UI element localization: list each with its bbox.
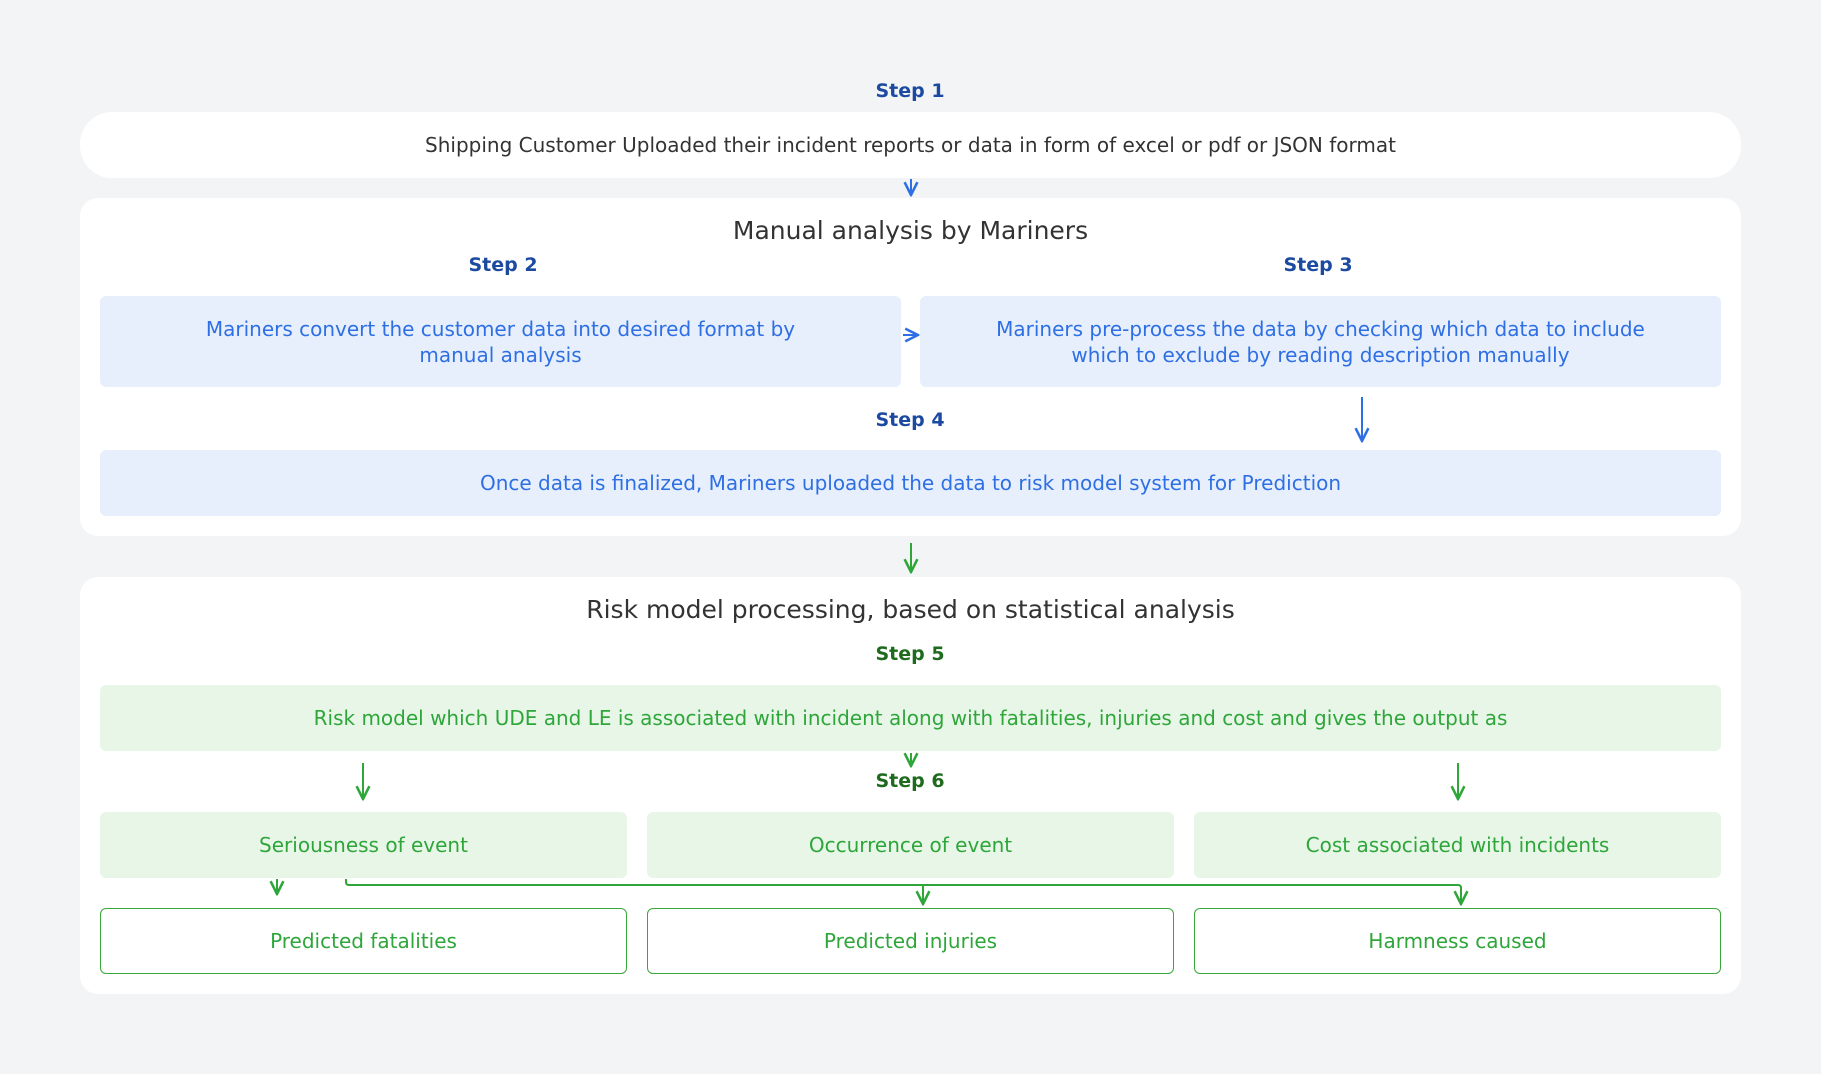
output-seriousness-text: Seriousness of event <box>259 833 468 857</box>
step-1-box: Shipping Customer Uploaded their inciden… <box>80 112 1741 178</box>
step-4-text: Once data is finalized, Mariners uploade… <box>479 471 1342 495</box>
output-cost-box: Cost associated with incidents <box>1194 812 1721 878</box>
step-2-label: Step 2 <box>468 254 538 276</box>
step-2-box: Mariners convert the customer data into … <box>100 296 901 387</box>
output-cost-text: Cost associated with incidents <box>1305 833 1610 857</box>
output-occurrence-box: Occurrence of event <box>647 812 1174 878</box>
step-1-label: Step 1 <box>875 80 945 102</box>
output-occurrence-text: Occurrence of event <box>808 833 1013 857</box>
prediction-harmness-box: Harmness caused <box>1194 908 1721 974</box>
step-1-text: Shipping Customer Uploaded their inciden… <box>425 133 1396 157</box>
prediction-injuries-box: Predicted injuries <box>647 908 1174 974</box>
step-5-text: Risk model which UDE and LE is associate… <box>313 706 1508 730</box>
step-2-text: Mariners convert the customer data into … <box>205 316 796 367</box>
step-3-box: Mariners pre-process the data by checkin… <box>920 296 1721 387</box>
step-5-label: Step 5 <box>875 643 945 665</box>
prediction-fatalities-box: Predicted fatalities <box>100 908 627 974</box>
step-4-label: Step 4 <box>875 409 945 431</box>
risk-model-title: Risk model processing, based on statisti… <box>586 594 1235 624</box>
manual-analysis-title: Manual analysis by Mariners <box>732 215 1089 245</box>
output-seriousness-box: Seriousness of event <box>100 812 627 878</box>
prediction-harmness-text: Harmness caused <box>1368 929 1547 953</box>
prediction-injuries-text: Predicted injuries <box>823 929 998 953</box>
step-6-label: Step 6 <box>875 770 945 792</box>
step-3-label: Step 3 <box>1283 254 1353 276</box>
step-3-text: Mariners pre-process the data by checkin… <box>996 316 1645 367</box>
step-4-box: Once data is finalized, Mariners uploade… <box>100 450 1721 516</box>
prediction-fatalities-text: Predicted fatalities <box>270 929 457 953</box>
step-5-box: Risk model which UDE and LE is associate… <box>100 685 1721 751</box>
